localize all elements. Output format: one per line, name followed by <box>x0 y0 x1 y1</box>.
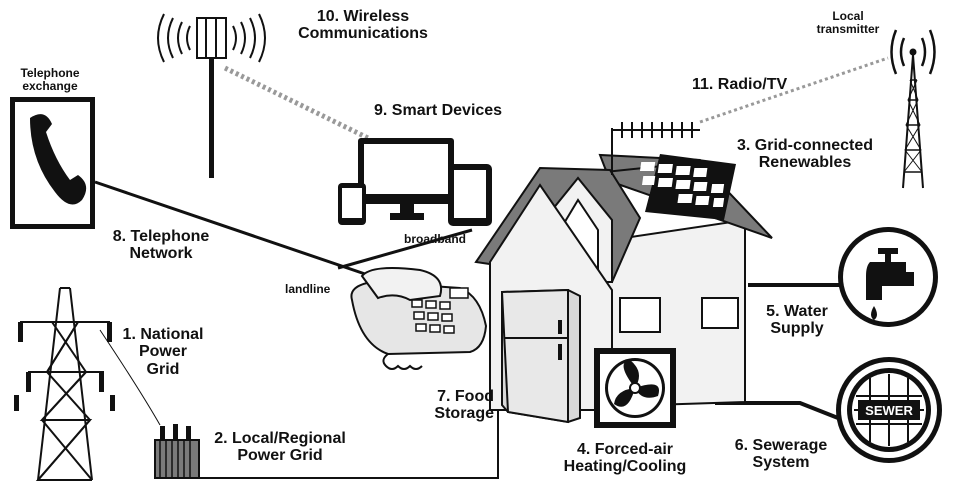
telephone-exchange-line-1: Telephone <box>20 66 80 80</box>
sewerage-line-1: 6. Sewerage <box>734 437 828 454</box>
wireless-signal-line <box>223 65 370 141</box>
telephone-network-line <box>94 180 369 277</box>
wireless-tower-icon <box>157 13 266 178</box>
water-supply-line-2: Supply <box>770 320 824 338</box>
pylon-feed-wire <box>99 329 161 426</box>
landline-label: landline <box>285 282 331 296</box>
national-grid-line-1: 1. National <box>122 326 204 343</box>
solar-panel-icon <box>639 154 736 220</box>
transformer-icon <box>154 424 200 479</box>
sewerage-line-2: System <box>752 454 810 472</box>
food-storage-line-1: 7. Food <box>437 388 494 405</box>
local-power-grid-label: 2. Local/Regional Power Grid <box>200 430 360 465</box>
water-supply-line-1: 5. Water <box>766 303 828 320</box>
food-storage-label: 7. Food Storage <box>418 388 494 423</box>
power-pylon-icon <box>14 287 115 481</box>
telephone-network-line-1: 8. Telephone <box>112 228 210 245</box>
wireless-line-2: Communications <box>298 25 428 43</box>
local-grid-line-1: 2. Local/Regional <box>214 430 346 447</box>
heating-cooling-line-1: 4. Forced-air <box>576 441 674 458</box>
local-grid-line <box>200 405 499 479</box>
telephone-exchange-label: Telephone exchange <box>10 67 90 93</box>
radio-transmitter-icon <box>890 29 936 189</box>
broadband-label: broadband <box>404 232 466 246</box>
renewables-line-1: 3. Grid-connected <box>736 137 874 154</box>
national-power-grid-label: 1. National Power Grid <box>108 326 218 378</box>
food-storage-line-2: Storage <box>434 405 494 423</box>
telephone-network-line-2: Network <box>129 245 193 263</box>
renewables-label: 3. Grid-connected Renewables <box>720 137 890 172</box>
telephone-exchange-icon <box>10 97 95 229</box>
water-tap-icon <box>838 227 938 327</box>
local-transmitter-line-1: Local <box>832 9 864 23</box>
local-transmitter-line-2: transmitter <box>816 21 880 36</box>
refrigerator-icon <box>500 288 581 424</box>
tv-antenna-icon <box>611 122 700 175</box>
wireless-communications-label: 10. Wireless Communications <box>268 8 458 43</box>
national-grid-line-3: Grid <box>146 360 180 378</box>
sewerage-line <box>715 401 839 420</box>
national-grid-line-2: Power <box>138 343 187 361</box>
telephone-exchange-line-2: exchange <box>22 78 78 93</box>
renewables-line-2: Renewables <box>758 154 852 172</box>
hvac-fan-icon <box>594 348 676 428</box>
sewer-manhole-icon: SEWER <box>836 357 942 463</box>
water-supply-label: 5. Water Supply <box>752 303 842 338</box>
smart-devices-label: 9. Smart Devices <box>374 102 503 119</box>
heating-cooling-label: 4. Forced-air Heating/Cooling <box>540 441 710 476</box>
heating-cooling-line-2: Heating/Cooling <box>563 458 687 476</box>
radio-tv-label: 11. Radio/TV <box>692 76 788 93</box>
telephone-network-label: 8. Telephone Network <box>96 228 226 263</box>
sewer-label: SEWER <box>865 403 913 418</box>
landline-phone-icon <box>350 267 488 370</box>
local-transmitter-label: Local transmitter <box>800 10 896 36</box>
wireless-line-1: 10. Wireless <box>316 8 410 25</box>
sewerage-system-label: 6. Sewerage System <box>726 437 836 472</box>
smart-devices-icon <box>338 138 492 226</box>
broadband-line <box>337 228 473 270</box>
local-grid-line-2: Power Grid <box>237 447 323 465</box>
